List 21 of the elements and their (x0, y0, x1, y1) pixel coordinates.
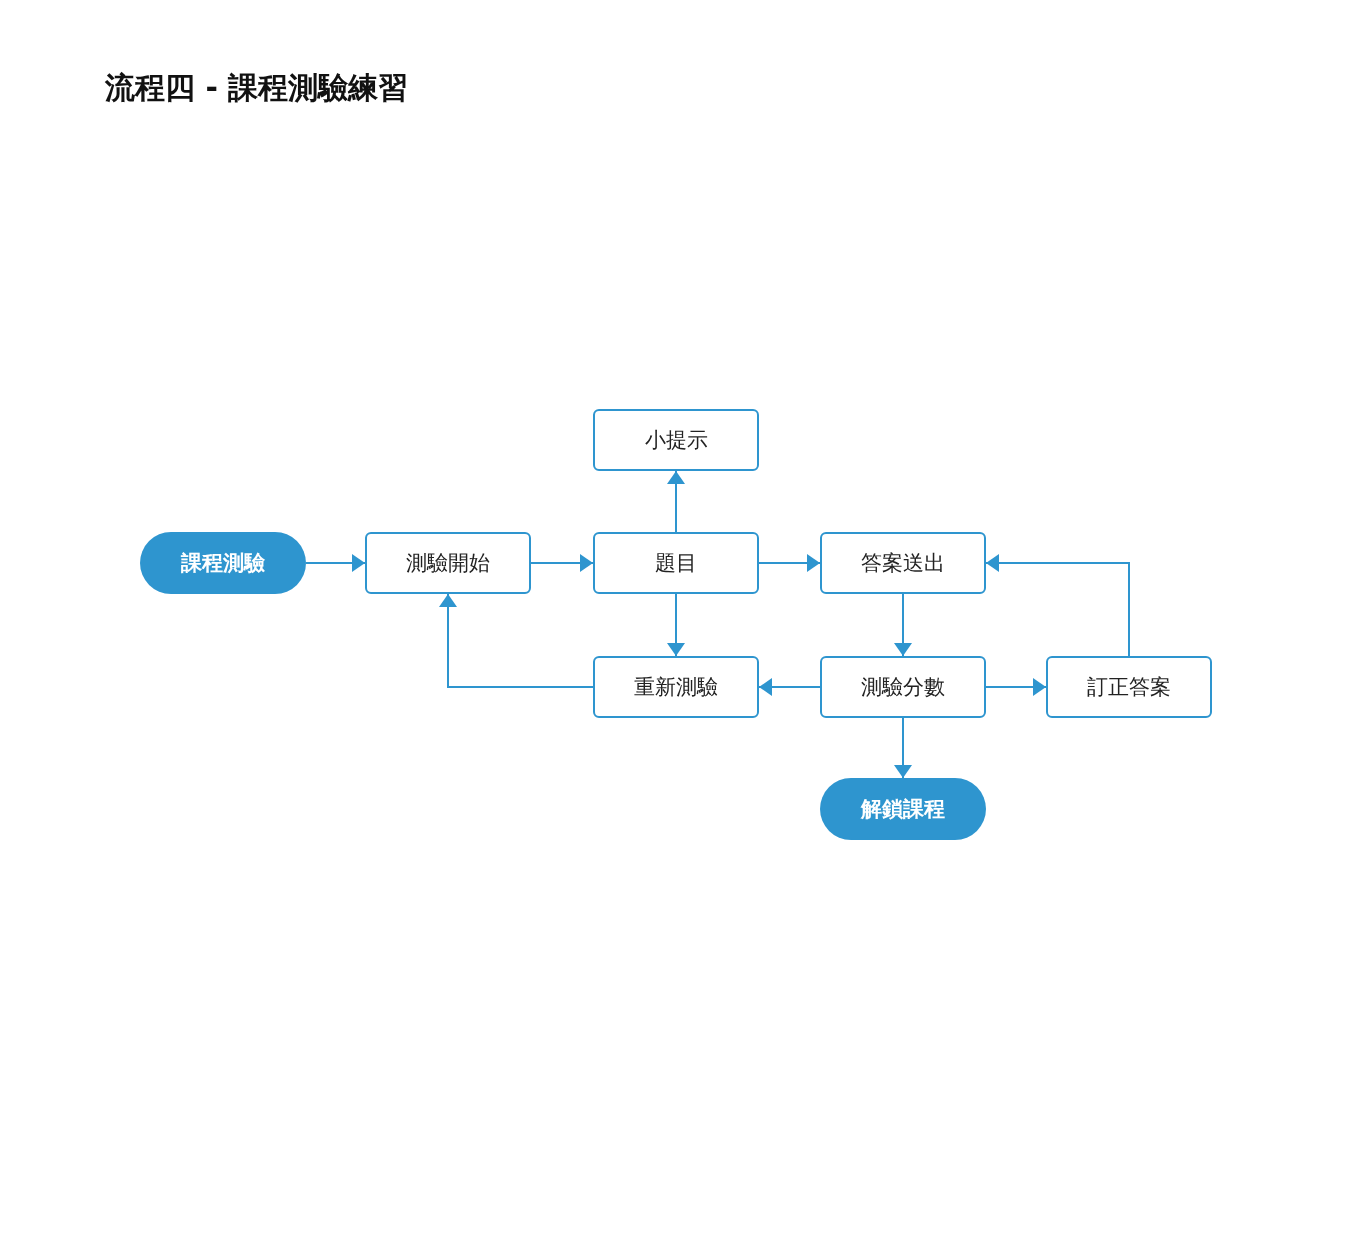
arrow (894, 717, 912, 779)
process-box: 答案送出 (820, 532, 986, 594)
arrow (667, 593, 685, 657)
process-box: 小提示 (593, 409, 759, 471)
terminal-pill: 解鎖課程 (820, 778, 986, 840)
process-box: 重新測驗 (593, 656, 759, 718)
arrow (985, 678, 1047, 696)
process-box: 測驗分數 (820, 656, 986, 718)
process-box: 題目 (593, 532, 759, 594)
arrow (894, 593, 912, 657)
arrow (758, 554, 821, 572)
arrow (758, 678, 821, 696)
arrow (439, 593, 594, 688)
arrow (667, 470, 685, 533)
terminal-pill: 課程測驗 (140, 532, 306, 594)
arrow (305, 554, 366, 572)
process-box: 測驗開始 (365, 532, 531, 594)
arrow (985, 554, 1130, 657)
process-box: 訂正答案 (1046, 656, 1212, 718)
arrow (530, 554, 594, 572)
title: 流程四 - 課程測驗練習 (105, 69, 409, 107)
